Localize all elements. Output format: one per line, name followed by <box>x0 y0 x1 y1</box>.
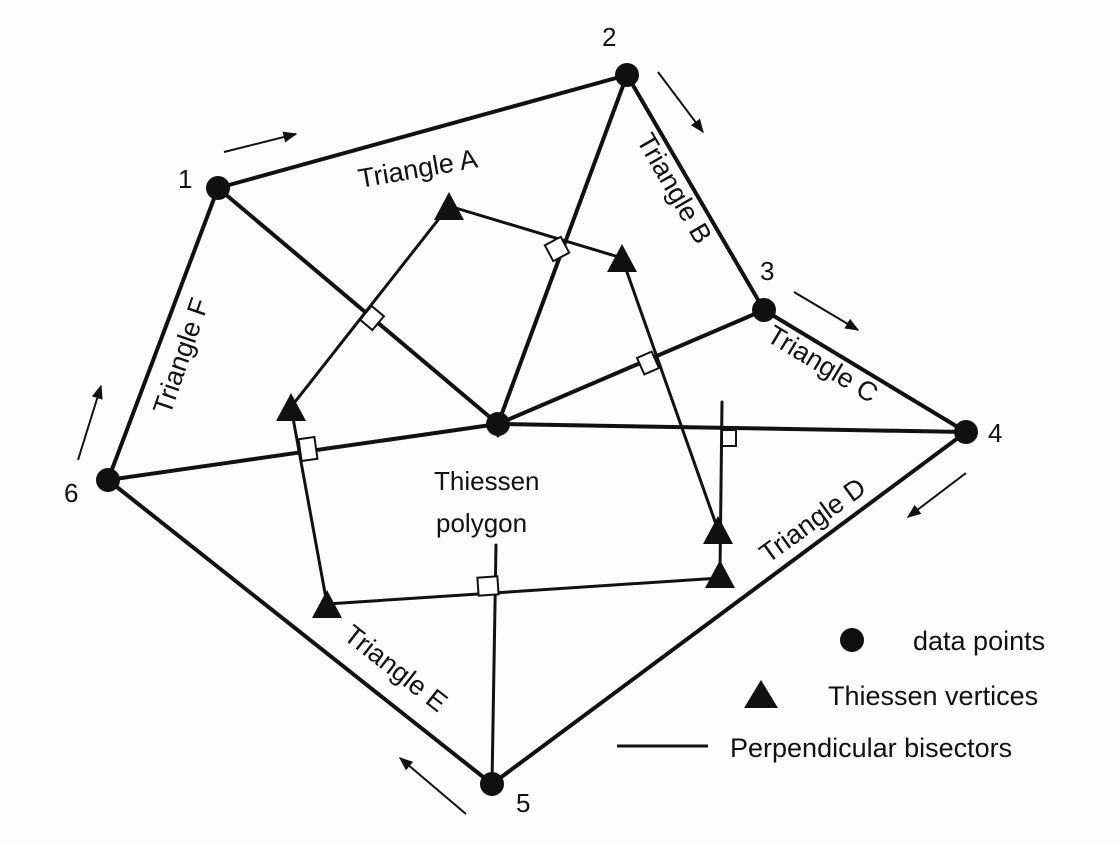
right-angle-mark <box>543 235 571 263</box>
data-point-6 <box>96 468 120 492</box>
edge-3-4 <box>762 308 968 434</box>
right-angle-mark <box>297 435 319 463</box>
right-angle-mark <box>358 304 386 332</box>
label-triangle-a: Triangle A <box>356 143 480 193</box>
bisector-c-vert <box>718 400 724 574</box>
bisector-b-c <box>620 256 720 532</box>
label-triangle-f: Triangle F <box>147 294 215 418</box>
bisector-d-e <box>325 576 722 606</box>
data-point-4 <box>954 420 978 444</box>
label-point-1: 1 <box>178 164 192 194</box>
arrow-2-3-icon <box>657 71 704 134</box>
right-angle-marks <box>297 235 737 597</box>
legend-data-point-icon <box>840 628 864 652</box>
label-triangle-e: Triangle E <box>338 619 453 718</box>
arrow-3-4-icon <box>793 291 860 331</box>
vertex-triangle-icon <box>276 393 306 421</box>
legend-data-points-label: data points <box>913 626 1045 656</box>
vertex-triangle-icon <box>607 244 637 272</box>
edge-6-1 <box>106 186 220 482</box>
arrow-1-2-icon <box>223 131 298 153</box>
right-angle-mark <box>635 350 661 376</box>
label-point-4: 4 <box>988 418 1002 448</box>
data-point-1 <box>206 176 230 200</box>
direction-arrows <box>77 71 967 815</box>
edge-5-6 <box>106 478 494 786</box>
hull-edges <box>106 73 968 786</box>
label-point-3: 3 <box>760 256 774 286</box>
edge-2-3 <box>625 73 766 312</box>
edge-1-2 <box>216 73 629 190</box>
bisector-e-f <box>289 405 329 606</box>
vertex-triangle-icon <box>434 192 464 220</box>
data-point-2 <box>615 63 639 87</box>
label-polygon-line1: Thiessen <box>434 466 540 496</box>
label-polygon-line2: polygon <box>436 508 527 538</box>
label-point-5: 5 <box>516 788 530 818</box>
arrow-5-6-icon <box>398 757 467 815</box>
thiessen-vertices <box>276 192 735 618</box>
legend: data points Thiessen vertices Perpendicu… <box>617 626 1045 763</box>
vertex-triangle-icon <box>703 516 733 544</box>
bisector-a-b <box>447 204 624 260</box>
label-triangle-d: Triangle D <box>754 472 872 569</box>
label-point-2: 2 <box>602 22 616 52</box>
label-triangle-c: Triangle C <box>762 319 883 408</box>
label-triangle-b: Triangle B <box>631 128 718 249</box>
data-point-3 <box>752 298 776 322</box>
legend-bisectors-label: Perpendicular bisectors <box>730 733 1012 763</box>
legend-vertex-icon <box>744 680 778 708</box>
data-point-center <box>486 412 510 436</box>
right-angle-mark <box>476 575 500 597</box>
edge-4-center <box>496 422 968 434</box>
edge-4-5 <box>490 430 968 786</box>
data-points <box>96 63 978 796</box>
arrow-4-5-icon <box>906 472 967 518</box>
label-point-6: 6 <box>64 478 78 508</box>
right-angle-mark <box>721 429 737 447</box>
legend-vertices-label: Thiessen vertices <box>828 681 1038 711</box>
data-point-5 <box>480 772 504 796</box>
edge-1-center <box>216 186 500 426</box>
center-edges <box>106 73 968 482</box>
edge-3-center <box>496 308 766 426</box>
vertex-triangle-icon <box>312 590 342 618</box>
arrow-6-1-icon <box>77 384 103 461</box>
vertex-triangle-icon <box>705 560 735 588</box>
